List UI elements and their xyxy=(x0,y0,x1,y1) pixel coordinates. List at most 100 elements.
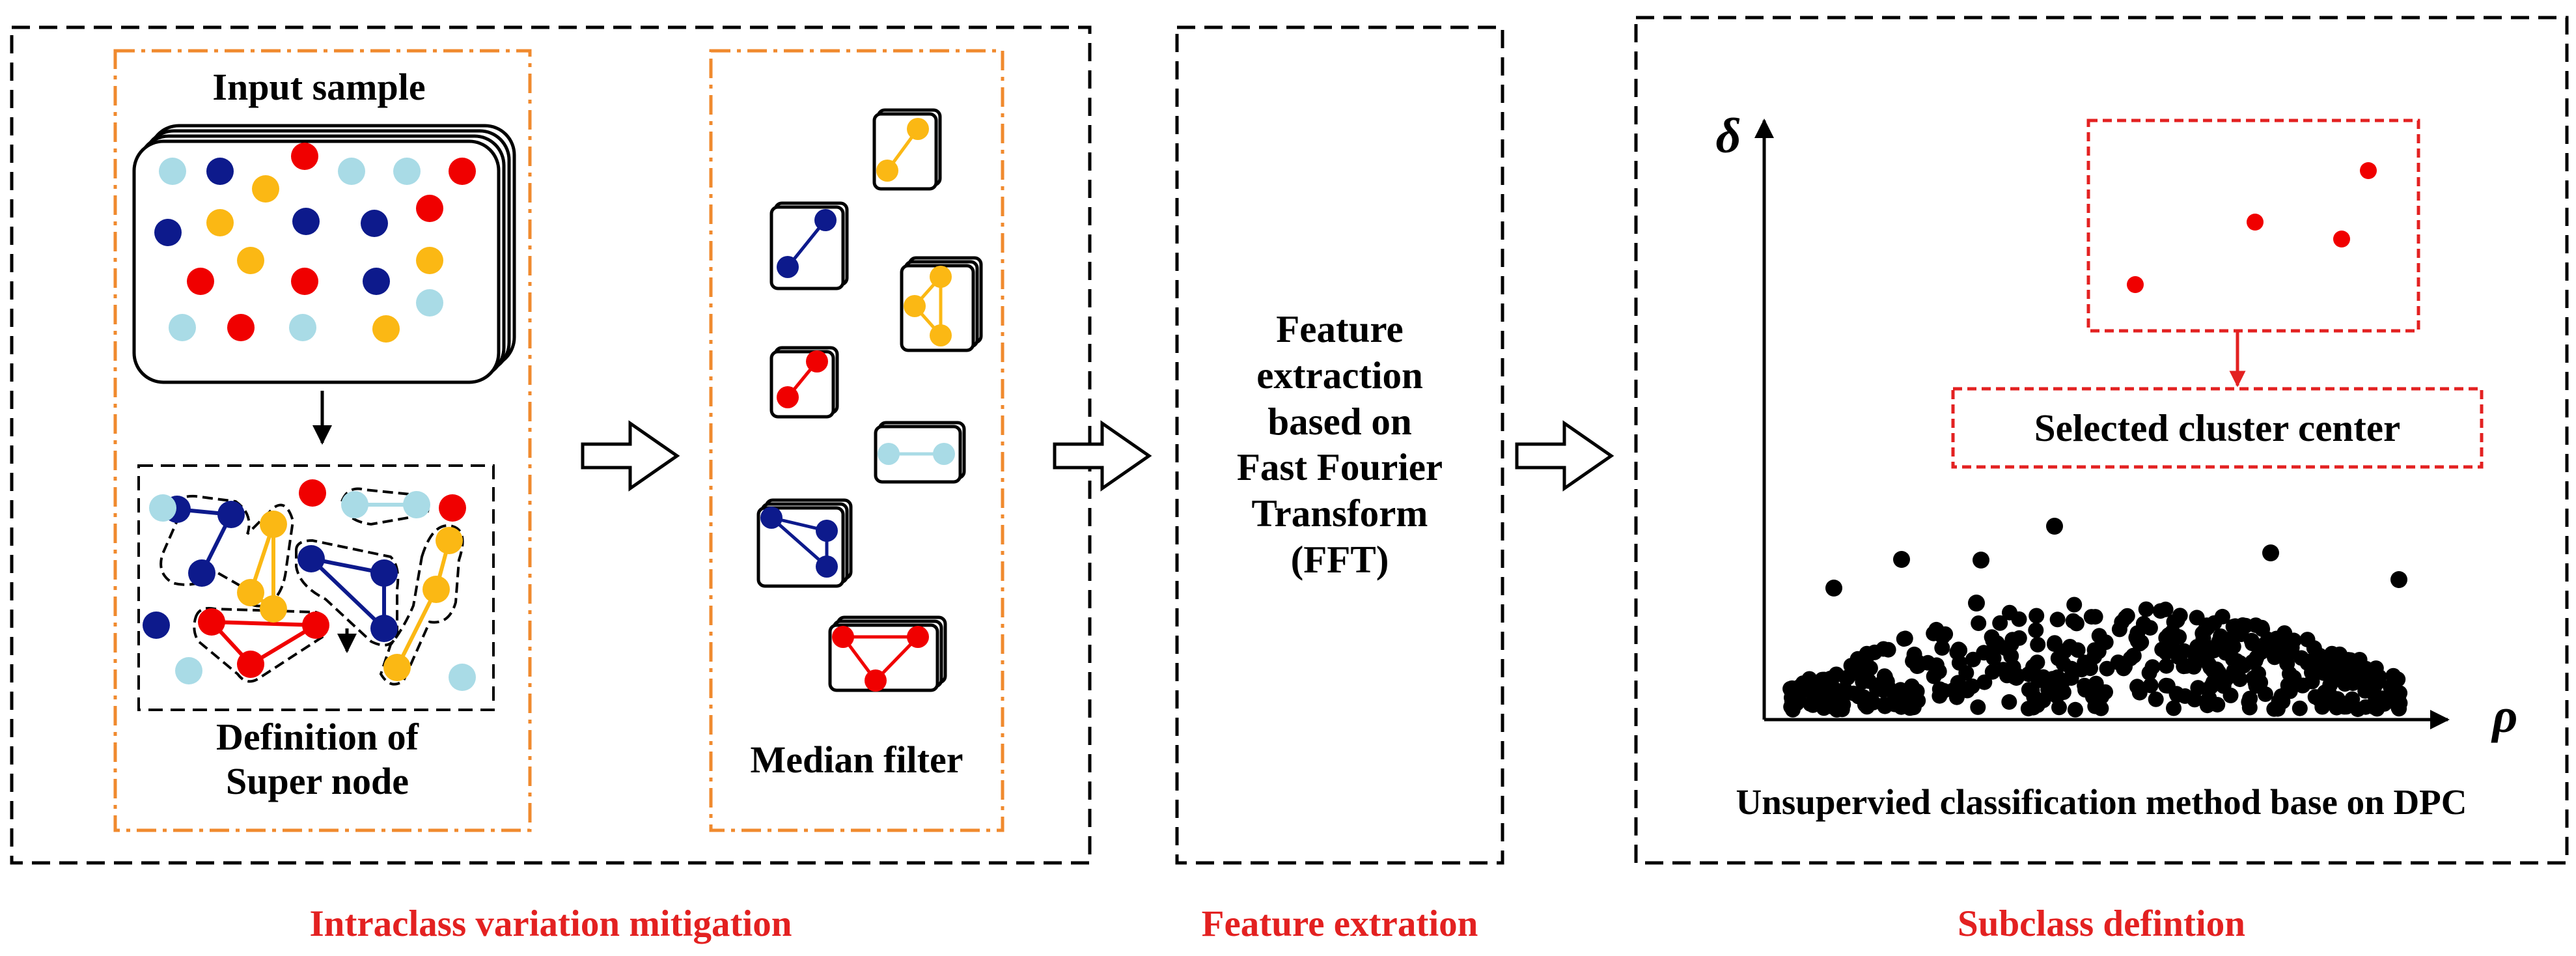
median-card-node xyxy=(907,118,929,140)
scatter-point xyxy=(2006,669,2023,685)
scatter-point xyxy=(2098,634,2114,651)
scatter-point xyxy=(2066,597,2083,613)
super-node xyxy=(299,479,326,507)
super-node xyxy=(149,494,176,522)
scatter-point xyxy=(2084,688,2101,705)
scatter-point xyxy=(2232,655,2248,671)
input-node xyxy=(252,175,279,203)
scatter-point xyxy=(2306,640,2322,656)
super-node-title: Definition of Super node xyxy=(140,715,495,804)
scatter-point xyxy=(2176,658,2192,675)
scatter-point xyxy=(1964,678,1980,694)
super-node-hull xyxy=(193,607,327,683)
super-node xyxy=(439,494,466,522)
super-node xyxy=(302,612,329,639)
scatter-point xyxy=(2093,700,2109,716)
input-node xyxy=(154,219,182,246)
median-card-node xyxy=(930,324,952,346)
median-card-edge xyxy=(770,516,828,568)
super-node xyxy=(175,657,202,684)
input-node xyxy=(363,268,390,295)
scatter-point xyxy=(2168,686,2185,702)
median-card-node xyxy=(832,626,854,648)
median-card-node xyxy=(878,443,900,465)
cluster-center-region xyxy=(2086,119,2420,333)
median-card-node xyxy=(816,520,838,542)
scatter-point xyxy=(2211,675,2227,691)
scatter-point xyxy=(1816,671,1833,688)
super-node xyxy=(436,527,463,554)
scatter-point xyxy=(2209,661,2225,677)
scatter-point xyxy=(2199,697,2215,714)
scatter-point xyxy=(2035,669,2051,685)
super-node-hull xyxy=(379,524,464,686)
median-card-node xyxy=(865,669,887,692)
input-node xyxy=(449,158,476,185)
scatter-point xyxy=(2233,626,2249,642)
super-node xyxy=(188,559,215,587)
flow-arrow-icon xyxy=(581,420,680,492)
scatter-point xyxy=(1860,647,1876,663)
scatter-point xyxy=(1932,688,1948,704)
x-axis-symbol: ρ xyxy=(2492,688,2518,743)
scatter-point xyxy=(2257,686,2273,702)
input-node xyxy=(372,315,400,343)
scatter-point xyxy=(2144,659,2161,675)
super-node xyxy=(217,501,245,528)
flow-arrow-icon xyxy=(1053,420,1152,492)
cluster-center-point xyxy=(2247,214,2264,231)
scatter-point xyxy=(1968,595,1985,612)
median-card-node xyxy=(907,626,929,648)
super-node-box xyxy=(137,464,495,711)
super-node xyxy=(237,579,264,606)
scatter-point xyxy=(2357,669,2372,684)
scatter-point xyxy=(2029,697,2045,713)
scatter-point xyxy=(2057,643,2072,660)
scatter-point xyxy=(1992,615,2008,631)
super-node-line-2: Super node xyxy=(226,760,409,803)
median-card xyxy=(756,498,853,588)
scatter-point xyxy=(2292,700,2308,716)
scatter-point xyxy=(1892,682,1909,698)
super-node xyxy=(341,491,368,518)
scatter-point xyxy=(2158,658,2174,674)
super-node xyxy=(449,664,476,691)
median-card xyxy=(828,615,947,692)
scatter-point xyxy=(2132,634,2148,651)
dpc-method-label: Unsupervied classification method base o… xyxy=(1736,782,2467,822)
scatter-point xyxy=(2311,691,2327,707)
scatter-point xyxy=(1801,671,1818,687)
scatter-point xyxy=(2001,694,2017,710)
median-card-node xyxy=(930,266,952,288)
median-card-node xyxy=(777,256,799,278)
orange-frames xyxy=(113,49,1004,832)
super-node xyxy=(260,511,287,538)
median-card-node xyxy=(933,443,955,465)
scatter-point xyxy=(1814,684,1831,701)
input-node xyxy=(206,158,234,185)
input-node xyxy=(289,314,316,341)
scatter-point xyxy=(2324,668,2340,683)
median-card xyxy=(900,256,983,352)
scatter-point xyxy=(1893,551,1910,568)
input-node xyxy=(291,268,318,295)
scatter-point xyxy=(1928,657,1945,673)
median-card xyxy=(874,421,966,484)
scatter-point xyxy=(2070,642,2086,658)
super-node xyxy=(260,595,287,623)
scatter-point xyxy=(1948,689,1965,705)
scatter-point xyxy=(2198,645,2214,661)
super-node xyxy=(403,491,430,518)
super-node xyxy=(370,615,398,642)
scatter-point xyxy=(1835,696,1851,712)
scatter-point xyxy=(2241,694,2257,710)
scatter-point xyxy=(2190,680,2206,696)
median-card-node xyxy=(816,555,838,578)
median-filter-frame xyxy=(709,49,1004,832)
super-node xyxy=(198,608,225,636)
super-node-edge xyxy=(395,588,438,669)
fft-description: Feature extraction based on Fast Fourier… xyxy=(1177,306,1503,583)
input-node xyxy=(292,208,320,235)
scatter-point xyxy=(2055,673,2071,689)
scatter-point xyxy=(1928,621,1945,638)
